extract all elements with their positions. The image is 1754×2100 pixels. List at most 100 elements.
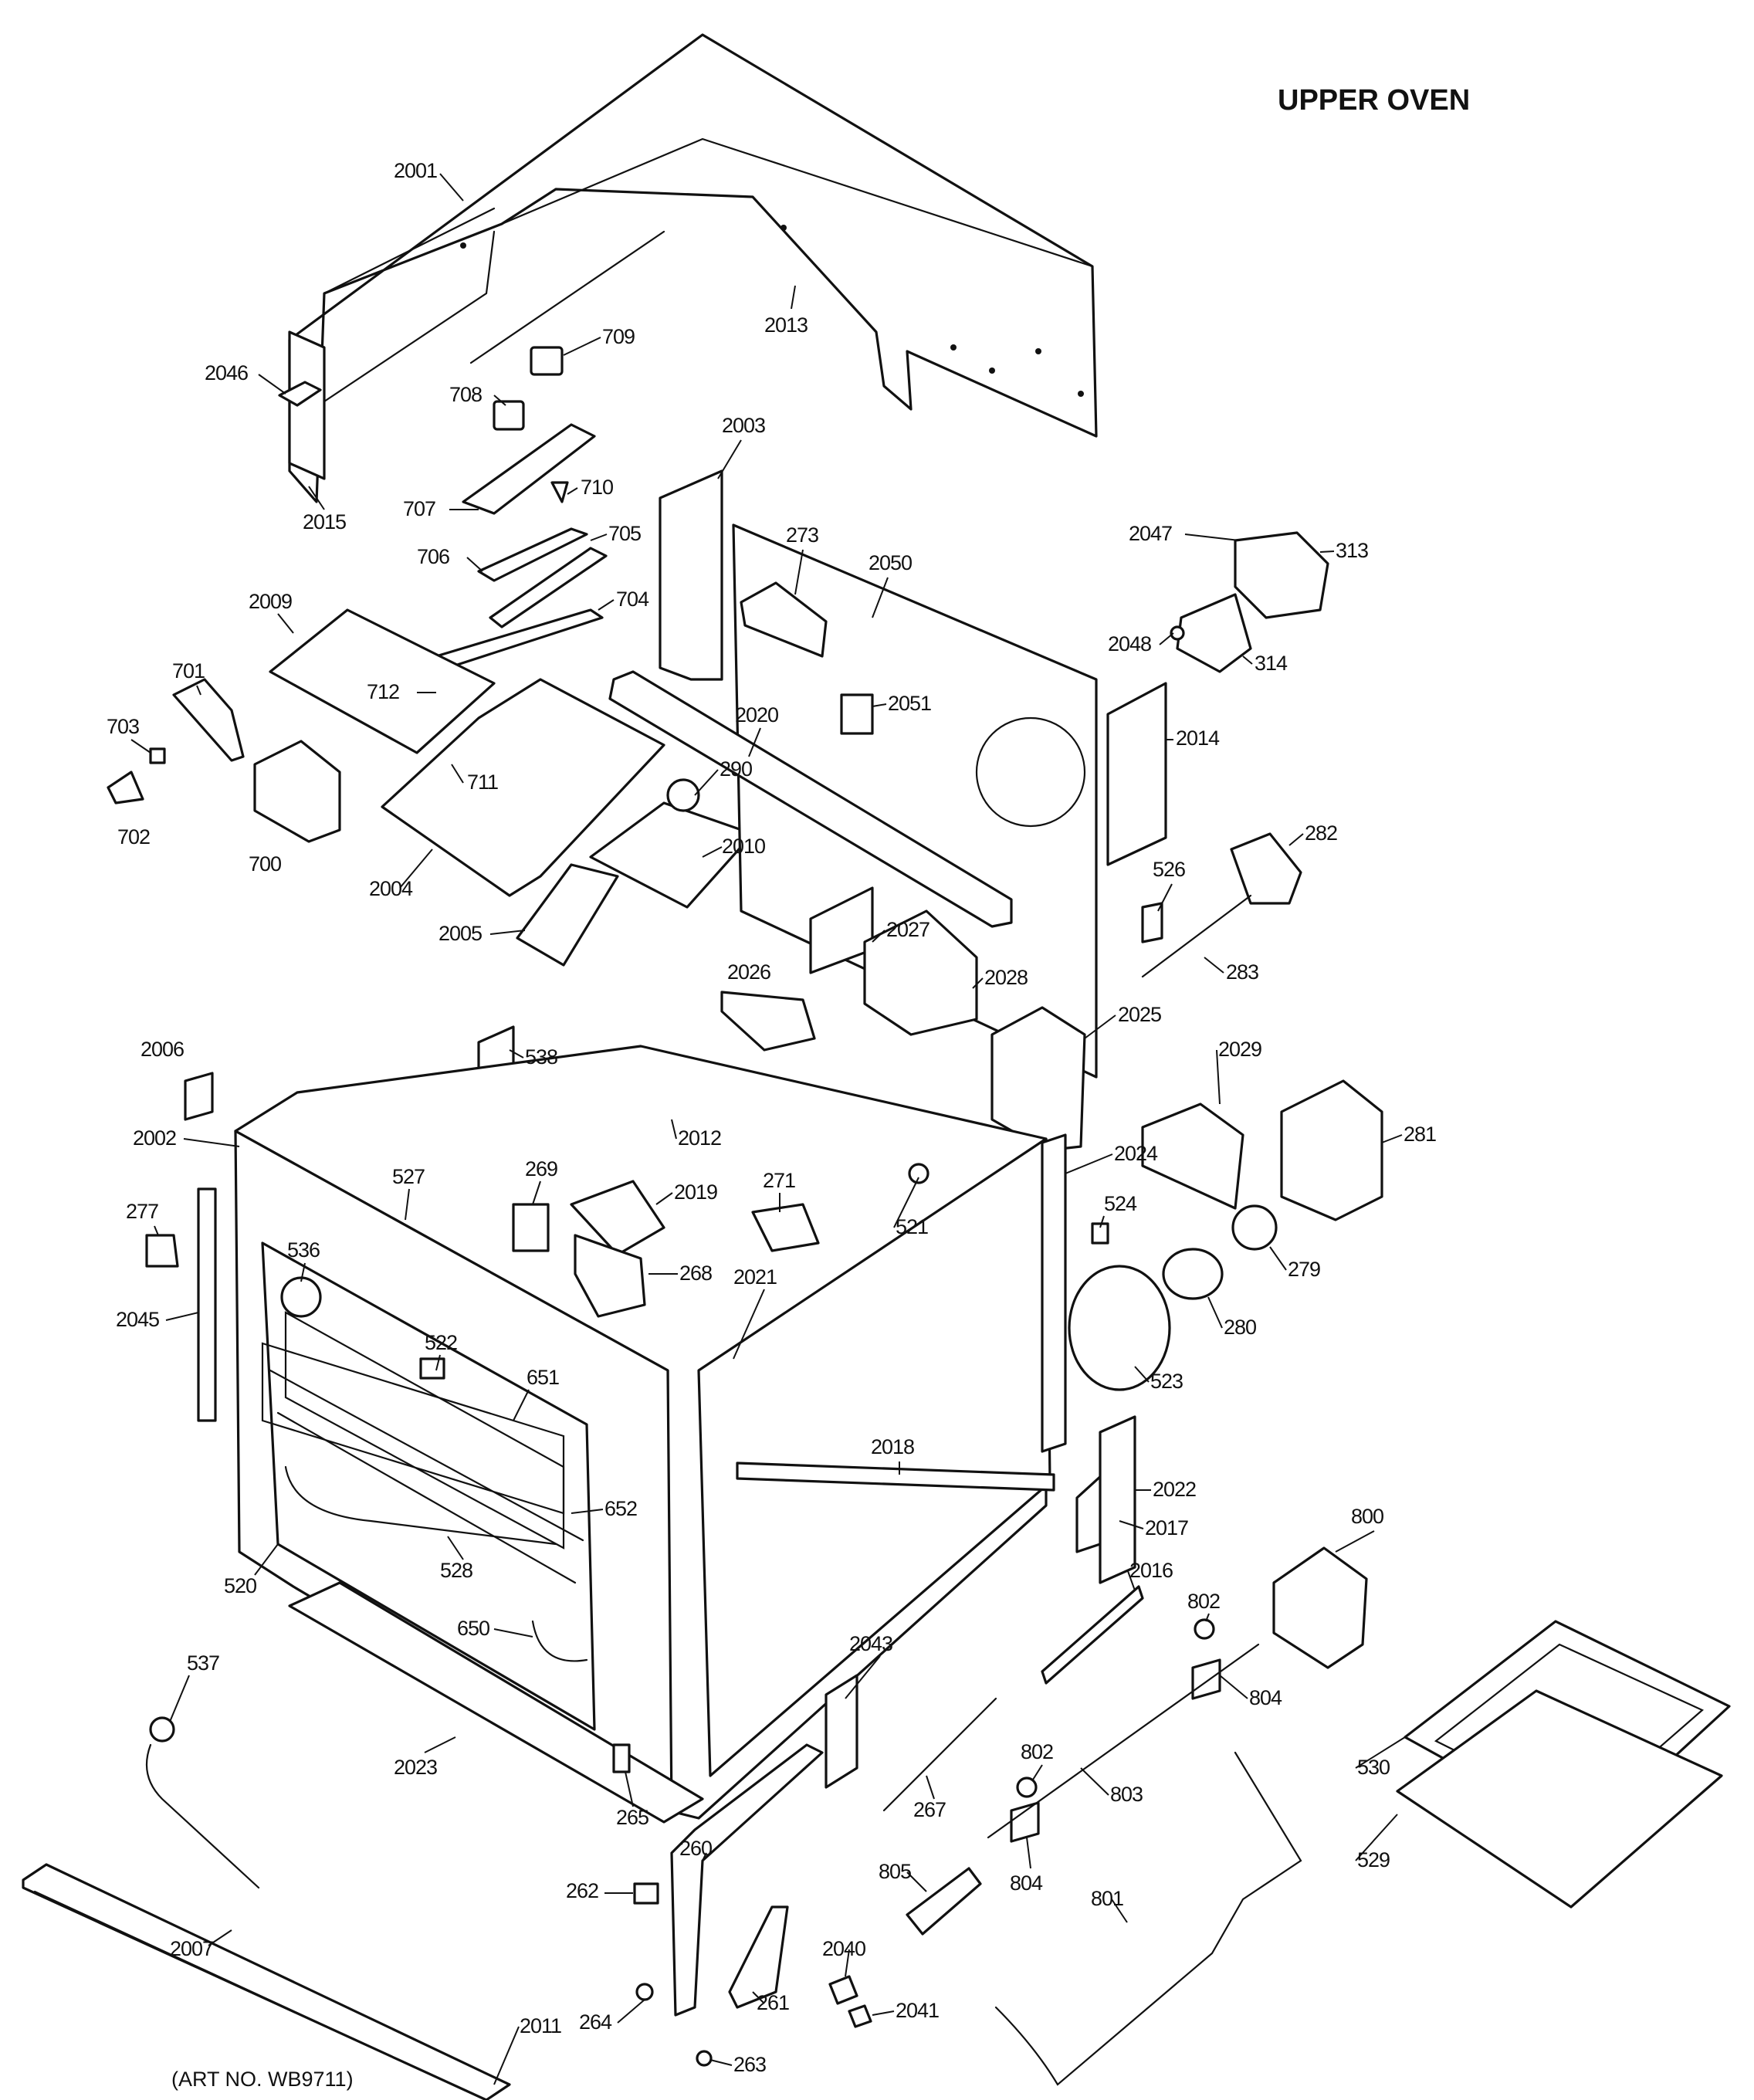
hinge-261 xyxy=(728,1905,789,2009)
plate-271 xyxy=(751,1203,820,1252)
fitting-265 xyxy=(612,1743,631,1773)
brace-2018 xyxy=(736,1462,1055,1492)
callout: 281 xyxy=(1404,1123,1436,1146)
callout: 529 xyxy=(1357,1848,1390,1871)
rod-803 xyxy=(987,1643,1260,1839)
callout: 2047 xyxy=(1129,522,1172,545)
callout: 2045 xyxy=(116,1308,159,1331)
callout: 710 xyxy=(581,476,613,499)
lock-700 xyxy=(253,740,341,843)
nut-2048 xyxy=(1170,625,1185,641)
callout: 520 xyxy=(224,1574,256,1597)
callout: 705 xyxy=(608,522,641,545)
fan-opening xyxy=(975,716,1086,828)
bracket-2025 xyxy=(990,1006,1086,1152)
sensor-290 xyxy=(666,778,700,812)
callout: 2028 xyxy=(984,966,1028,989)
bracket-2043 xyxy=(825,1674,858,1789)
switch-800 xyxy=(1272,1546,1368,1669)
callout: 800 xyxy=(1351,1505,1383,1528)
spring-267 xyxy=(882,1697,997,1812)
callout: 2007 xyxy=(170,1937,213,1960)
leader-lines xyxy=(130,173,1406,2085)
callout: 2005 xyxy=(438,922,482,945)
rack-651 xyxy=(261,1342,565,1515)
bushing-2041 xyxy=(848,2004,872,2028)
sleeve-805 xyxy=(906,1867,982,1936)
callout: 538 xyxy=(525,1045,557,1069)
bracket-804b xyxy=(1010,1801,1040,1843)
callout: 2011 xyxy=(520,2014,561,2037)
callout: 804 xyxy=(1249,1686,1282,1709)
callout: 2048 xyxy=(1108,632,1151,655)
callout: 2002 xyxy=(133,1126,176,1150)
callout: 290 xyxy=(720,757,752,781)
screw-521 xyxy=(908,1163,929,1184)
bracket-2046 xyxy=(278,381,322,407)
board-2009 xyxy=(269,608,496,754)
screw-802b xyxy=(1016,1777,1038,1798)
clip-524 xyxy=(1091,1222,1109,1245)
clip-522 xyxy=(419,1357,445,1380)
switch-282 xyxy=(1230,832,1302,905)
switch-2051 xyxy=(840,693,874,735)
callout: 2040 xyxy=(822,1937,865,1960)
callout: 700 xyxy=(249,852,281,876)
element-528 xyxy=(284,1465,557,1546)
callout: 2026 xyxy=(727,960,770,984)
motor-313 xyxy=(1234,531,1329,619)
screw-802 xyxy=(1194,1618,1215,1640)
diagram-title: UPPER OVEN xyxy=(1278,84,1470,117)
plug-277 xyxy=(145,1234,179,1268)
callout: 802 xyxy=(1021,1740,1053,1763)
callout: 702 xyxy=(117,825,150,848)
callout: 526 xyxy=(1153,858,1185,881)
callout: 802 xyxy=(1187,1590,1220,1613)
callout: 522 xyxy=(425,1331,457,1354)
callout: 706 xyxy=(417,545,449,568)
callout: 268 xyxy=(679,1262,712,1285)
pan-529 xyxy=(1396,1689,1723,1909)
callout: 262 xyxy=(566,1879,598,1902)
bottom-2023 xyxy=(288,1581,704,1824)
lens-523 xyxy=(1068,1265,1171,1391)
knob-702 xyxy=(107,771,144,804)
screw-263 xyxy=(696,2050,713,2067)
panel-2014 xyxy=(1106,682,1167,866)
screw-710 xyxy=(550,481,569,503)
top-cover-part xyxy=(288,33,1098,503)
callout: 273 xyxy=(786,523,818,547)
clip-703 xyxy=(149,747,166,764)
plate-2019 xyxy=(570,1180,665,1256)
callout: 2014 xyxy=(1176,727,1220,750)
callout: 2025 xyxy=(1118,1003,1161,1026)
callout: 528 xyxy=(440,1559,472,1582)
clip-262 xyxy=(633,1882,659,1905)
callout: 271 xyxy=(763,1169,795,1192)
callout: 703 xyxy=(107,715,139,738)
panel-2003 xyxy=(659,469,723,681)
callout: 2016 xyxy=(1129,1559,1173,1582)
bushing-2040 xyxy=(828,1975,858,2005)
probe-537 xyxy=(145,1743,260,1889)
callout: 2003 xyxy=(722,414,765,437)
callout: 2027 xyxy=(886,918,929,941)
light-536 xyxy=(280,1276,322,1318)
rail-2020 xyxy=(608,670,1013,928)
callout: 2022 xyxy=(1153,1478,1196,1501)
bracket-804 xyxy=(1191,1658,1221,1700)
lever-701 xyxy=(172,678,245,762)
callout: 712 xyxy=(367,680,399,703)
callout: 537 xyxy=(187,1651,219,1675)
parts-artwork xyxy=(22,33,1731,2100)
callout: 805 xyxy=(879,1860,911,1883)
shield-2029 xyxy=(1141,1102,1244,1210)
callout: 803 xyxy=(1110,1783,1143,1806)
callout: 283 xyxy=(1226,960,1258,984)
callout: 282 xyxy=(1305,821,1337,845)
callout: 2041 xyxy=(896,1999,939,2022)
callout: 265 xyxy=(616,1806,648,1829)
callout: 263 xyxy=(733,2053,766,2076)
link-706 xyxy=(477,527,588,582)
